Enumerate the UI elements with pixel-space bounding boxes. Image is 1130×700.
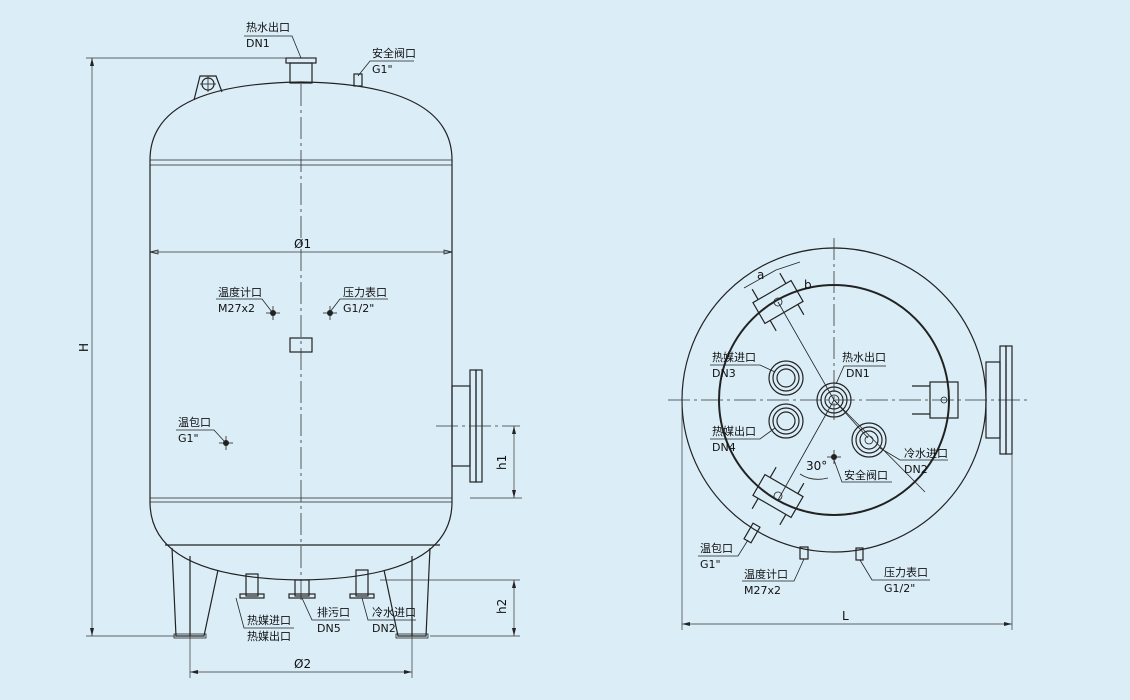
dim-height: H	[77, 343, 91, 352]
safety-valve-port-symbol	[827, 450, 841, 464]
tv-label-heating-out-size: DN4	[712, 441, 736, 454]
leader-thermometer	[216, 298, 273, 313]
tv-label-cold-water-in-size: DN2	[904, 463, 928, 476]
tv-label-pressure-gauge-size: G1/2"	[884, 582, 915, 595]
temp-pocket-port-symbol	[219, 436, 233, 450]
tv-label-heating-out: 热媒出口	[712, 424, 756, 438]
angle-arc	[799, 473, 829, 480]
tv-label-thermometer-size: M27x2	[744, 584, 781, 597]
lug-lower-left	[751, 466, 805, 526]
label-safety-valve-size: G1"	[372, 63, 393, 76]
leader-cold-water-in	[361, 597, 416, 621]
cold-water-in-port	[851, 422, 887, 458]
label-cold-water-in: 冷水进口	[372, 606, 416, 619]
front-view: 热水出口 DN1 安全阀口 G1" Ø1 温度计口 M27x2 压力表口 G1/…	[77, 20, 522, 678]
dim-angle: 30°	[806, 459, 827, 473]
leader-pressure-gauge	[329, 298, 388, 313]
label-temp-pocket: 温包口	[178, 416, 211, 429]
lug-right	[912, 381, 959, 419]
tv-label-cold-water-in: 冷水进口	[904, 447, 948, 460]
label-hot-water-out-size: DN1	[246, 37, 270, 50]
dim-length: L	[842, 609, 849, 623]
label-cold-water-in-size: DN2	[372, 622, 396, 635]
pressure-gauge-nozzle	[855, 547, 864, 561]
label-thermometer: 温度计口	[218, 285, 262, 299]
heating-in-port	[768, 360, 804, 396]
label-hot-water-out: 热水出口	[246, 20, 290, 34]
temp-pocket-nozzle	[743, 522, 761, 544]
bottom-nozzles	[239, 569, 375, 599]
side-flange-nozzle	[436, 369, 520, 483]
pressure-gauge-port-symbol	[323, 306, 337, 320]
label-drain-size: DN5	[317, 622, 341, 635]
dim-h2: h2	[495, 599, 509, 614]
label-heating-in: 热媒进口	[247, 614, 291, 627]
leader-heating	[235, 597, 294, 629]
label-pressure-gauge: 压力表口	[343, 285, 387, 299]
leader-hot-water-out	[244, 35, 302, 59]
dim-h1: h1	[495, 455, 509, 470]
leader-drain	[301, 597, 350, 621]
tv-label-thermometer: 温度计口	[744, 567, 788, 581]
thermometer-port-symbol	[266, 306, 280, 320]
heating-out-port	[768, 403, 804, 439]
dim-a: a	[757, 268, 764, 282]
lug-upper-left	[751, 272, 805, 332]
top-view: a b 30° 热媒进口 DN3 热媒出口 DN4 热水出口 DN1 冷水进口 …	[668, 238, 1030, 630]
dim-diameter1: Ø1	[294, 237, 311, 251]
label-temp-pocket-size: G1"	[178, 432, 199, 445]
tv-label-hot-water-out: 热水出口	[842, 350, 886, 364]
leader-temp-pocket	[176, 429, 226, 443]
tv-label-hot-water-out-size: DN1	[846, 367, 870, 380]
internal-box	[289, 337, 313, 353]
safety-valve-nozzle	[353, 73, 363, 87]
center-outlet	[816, 382, 852, 418]
tv-label-temp-pocket: 温包口	[700, 542, 733, 555]
tv-label-pressure-gauge: 压力表口	[884, 565, 928, 579]
dim-diameter2: Ø2	[294, 657, 311, 671]
tv-label-heating-in-size: DN3	[712, 367, 736, 380]
label-heating-out: 热媒出口	[247, 629, 291, 643]
leader-safety-valve	[357, 60, 414, 77]
label-drain: 排污口	[317, 605, 350, 619]
right-flange-nozzle	[985, 345, 1013, 455]
label-safety-valve: 安全阀口	[372, 46, 416, 60]
tv-label-heating-in: 热媒进口	[712, 351, 756, 364]
tv-label-safety-valve: 安全阀口	[844, 468, 888, 482]
dim-b: b	[804, 278, 812, 292]
hot-water-outlet-nozzle	[285, 57, 317, 84]
label-pressure-gauge-size: G1/2"	[343, 302, 374, 315]
lifting-lug	[193, 75, 223, 101]
support-legs	[165, 544, 440, 639]
label-thermometer-size: M27x2	[218, 302, 255, 315]
tv-label-temp-pocket-size: G1"	[700, 558, 721, 571]
